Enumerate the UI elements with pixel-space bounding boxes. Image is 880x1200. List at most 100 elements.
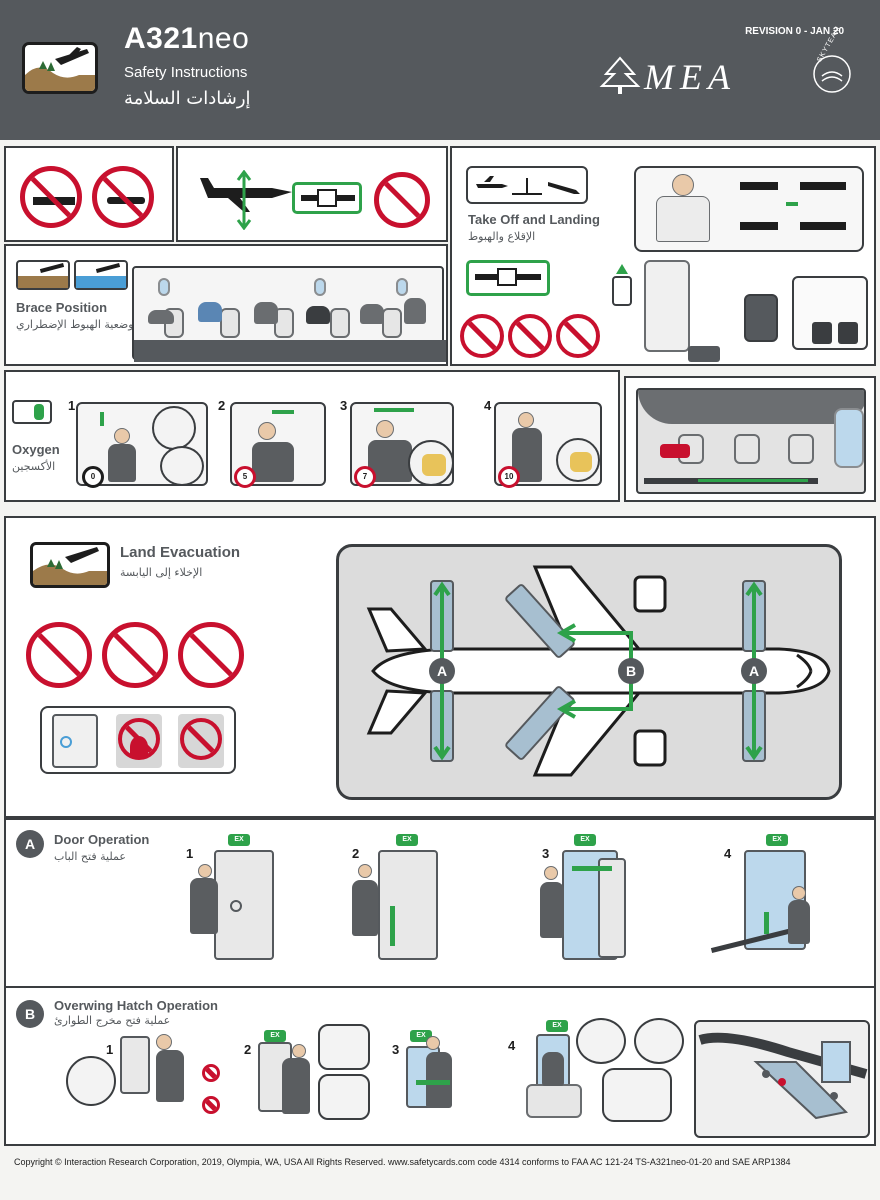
overhead-bin-diagram [792,276,868,350]
cabin-seat [220,308,240,338]
brace-cabin-diagram [132,266,446,362]
door-operation-arabic: عملية فتح الباب [54,850,126,863]
no-laptop-icon [460,314,504,358]
passenger-body [156,1050,184,1102]
smoke-cabin-diagram [636,388,866,494]
door-operation-label: Door Operation [54,832,150,847]
land-evacuation-icon [33,547,107,585]
oxygen-panel: Oxygen الأكسجين 1 0 2 5 3 7 4 10 [4,370,620,502]
lift-handle-arrow [390,906,395,946]
braced-passenger [360,304,384,324]
hatch-operation-panel: B Overwing Hatch Operation عملية فتح مخر… [4,986,876,1146]
takeoff-landing-arabic: الإقلاع والهبوط [468,230,536,243]
oxygen-step-number: 4 [484,398,492,413]
oxygen-step-number: 1 [68,398,76,413]
takeoff-landing-panel: Take Off and Landing الإقلاع والهبوط [450,146,876,366]
hatch-step-number: 2 [244,1042,252,1057]
hatch-step-number: 3 [392,1042,400,1057]
land-evacuation-panel: Land Evacuation الإخلاء إلى اليابسة [4,516,876,818]
safe-exit-icon [52,714,98,768]
oxygen-step-number: 2 [218,398,226,413]
braced-passenger [306,306,330,324]
water-brace-icon [74,260,128,290]
oxygen-mask-icon [12,400,52,424]
revision-label: REVISION 0 - JAN 20 [745,26,844,37]
hatch-operation-arabic: عملية فتح مخرج الطوارئ [54,1014,171,1027]
cabin-seat [330,308,350,338]
brace-position-panel: Brace Position وضعية الهبوط الإضطراري [4,244,448,366]
crew-body [190,878,218,934]
door-step-number: 1 [186,846,194,861]
braced-passenger [254,302,278,324]
exit-direction-arrow [698,479,808,482]
buckle-step-1 [740,182,778,190]
exit-sign: EX [766,834,788,846]
door-handle-illustration [378,850,438,960]
header-bar: A321neo Safety Instructions إرشادات السل… [0,0,880,140]
no-smoking-panel [4,146,174,242]
takeoff-landing-sign [466,166,588,204]
hatch-operation-label: Overwing Hatch Operation [54,998,218,1013]
exit-sign: EX [264,1030,286,1042]
passenger-head [114,428,130,444]
door-closed-illustration [214,850,274,960]
cabin-seat [526,1084,582,1118]
hatch-handle-pull-detail [318,1024,370,1070]
buckle-step-2 [740,222,778,230]
crew-head [358,864,372,878]
exit-conditions-box [40,706,236,774]
passenger-body [108,444,136,482]
push-door-arrow [572,866,612,871]
crew-body [788,900,810,944]
oxygen-timer: 10 [498,466,520,488]
takeoff-landing-icon [476,176,580,195]
child-mask-detail [556,438,600,482]
exit-label-wing: B [626,663,636,679]
hatch-step-number: 1 [106,1042,114,1057]
crew-head [544,866,558,880]
braced-passenger [404,298,426,324]
oxygen-timer: 5 [234,466,256,488]
exit-sign: EX [396,834,418,846]
pull-mask-arrow [272,410,294,414]
hatch-closed-illustration [120,1036,150,1094]
seat-upright-diagram [644,260,690,352]
child-detail [160,446,204,486]
release-arrow [786,202,798,206]
fasten-seatbelt-sign [292,182,362,214]
aircraft-title: A321neo [124,22,250,55]
window-exit-detail [576,1018,626,1064]
smoke-cloud [638,390,864,424]
door-step-number: 3 [542,846,550,861]
brace-position-label: Brace Position [16,300,108,315]
passenger-head [156,1034,172,1050]
passenger-head [258,422,276,440]
crew-body [352,880,378,936]
no-wifi-icon [556,314,600,358]
buckle-step-3 [800,182,846,190]
takeoff-landing-label: Take Off and Landing [468,212,600,227]
seatbelt-sign-panel [466,260,550,296]
copyright-footer: Copyright © Interaction Research Corpora… [14,1157,791,1167]
wing-path-detail [602,1068,672,1122]
overwing-slide-illustration [698,1032,868,1120]
passenger-body [542,1052,564,1086]
mea-logo: MEA SKYTEAM [598,25,860,102]
no-seat-icon [202,1064,220,1082]
land-evacuation-sign [30,542,110,588]
cabin-window [158,278,170,296]
section-a-badge: A [16,830,44,858]
braced-passenger [198,302,222,322]
exit-sign: EX [228,834,250,846]
oxygen-label: Oxygen [12,442,60,457]
hatch-lift-detail [318,1074,370,1120]
door-operation-panel: A Door Operation عملية فتح الباب 1 EX 2 … [4,818,876,986]
cabin-seat [382,308,402,338]
cabin-window [314,278,326,296]
no-smoking-icon [20,166,82,228]
blocked-exit-icon [178,714,224,768]
cabin-floor [134,340,446,362]
exit-sign: EX [574,834,596,846]
brace-position-arabic: وضعية الهبوط الإضطراري [16,318,134,331]
no-e-cigarette-icon [92,166,154,228]
